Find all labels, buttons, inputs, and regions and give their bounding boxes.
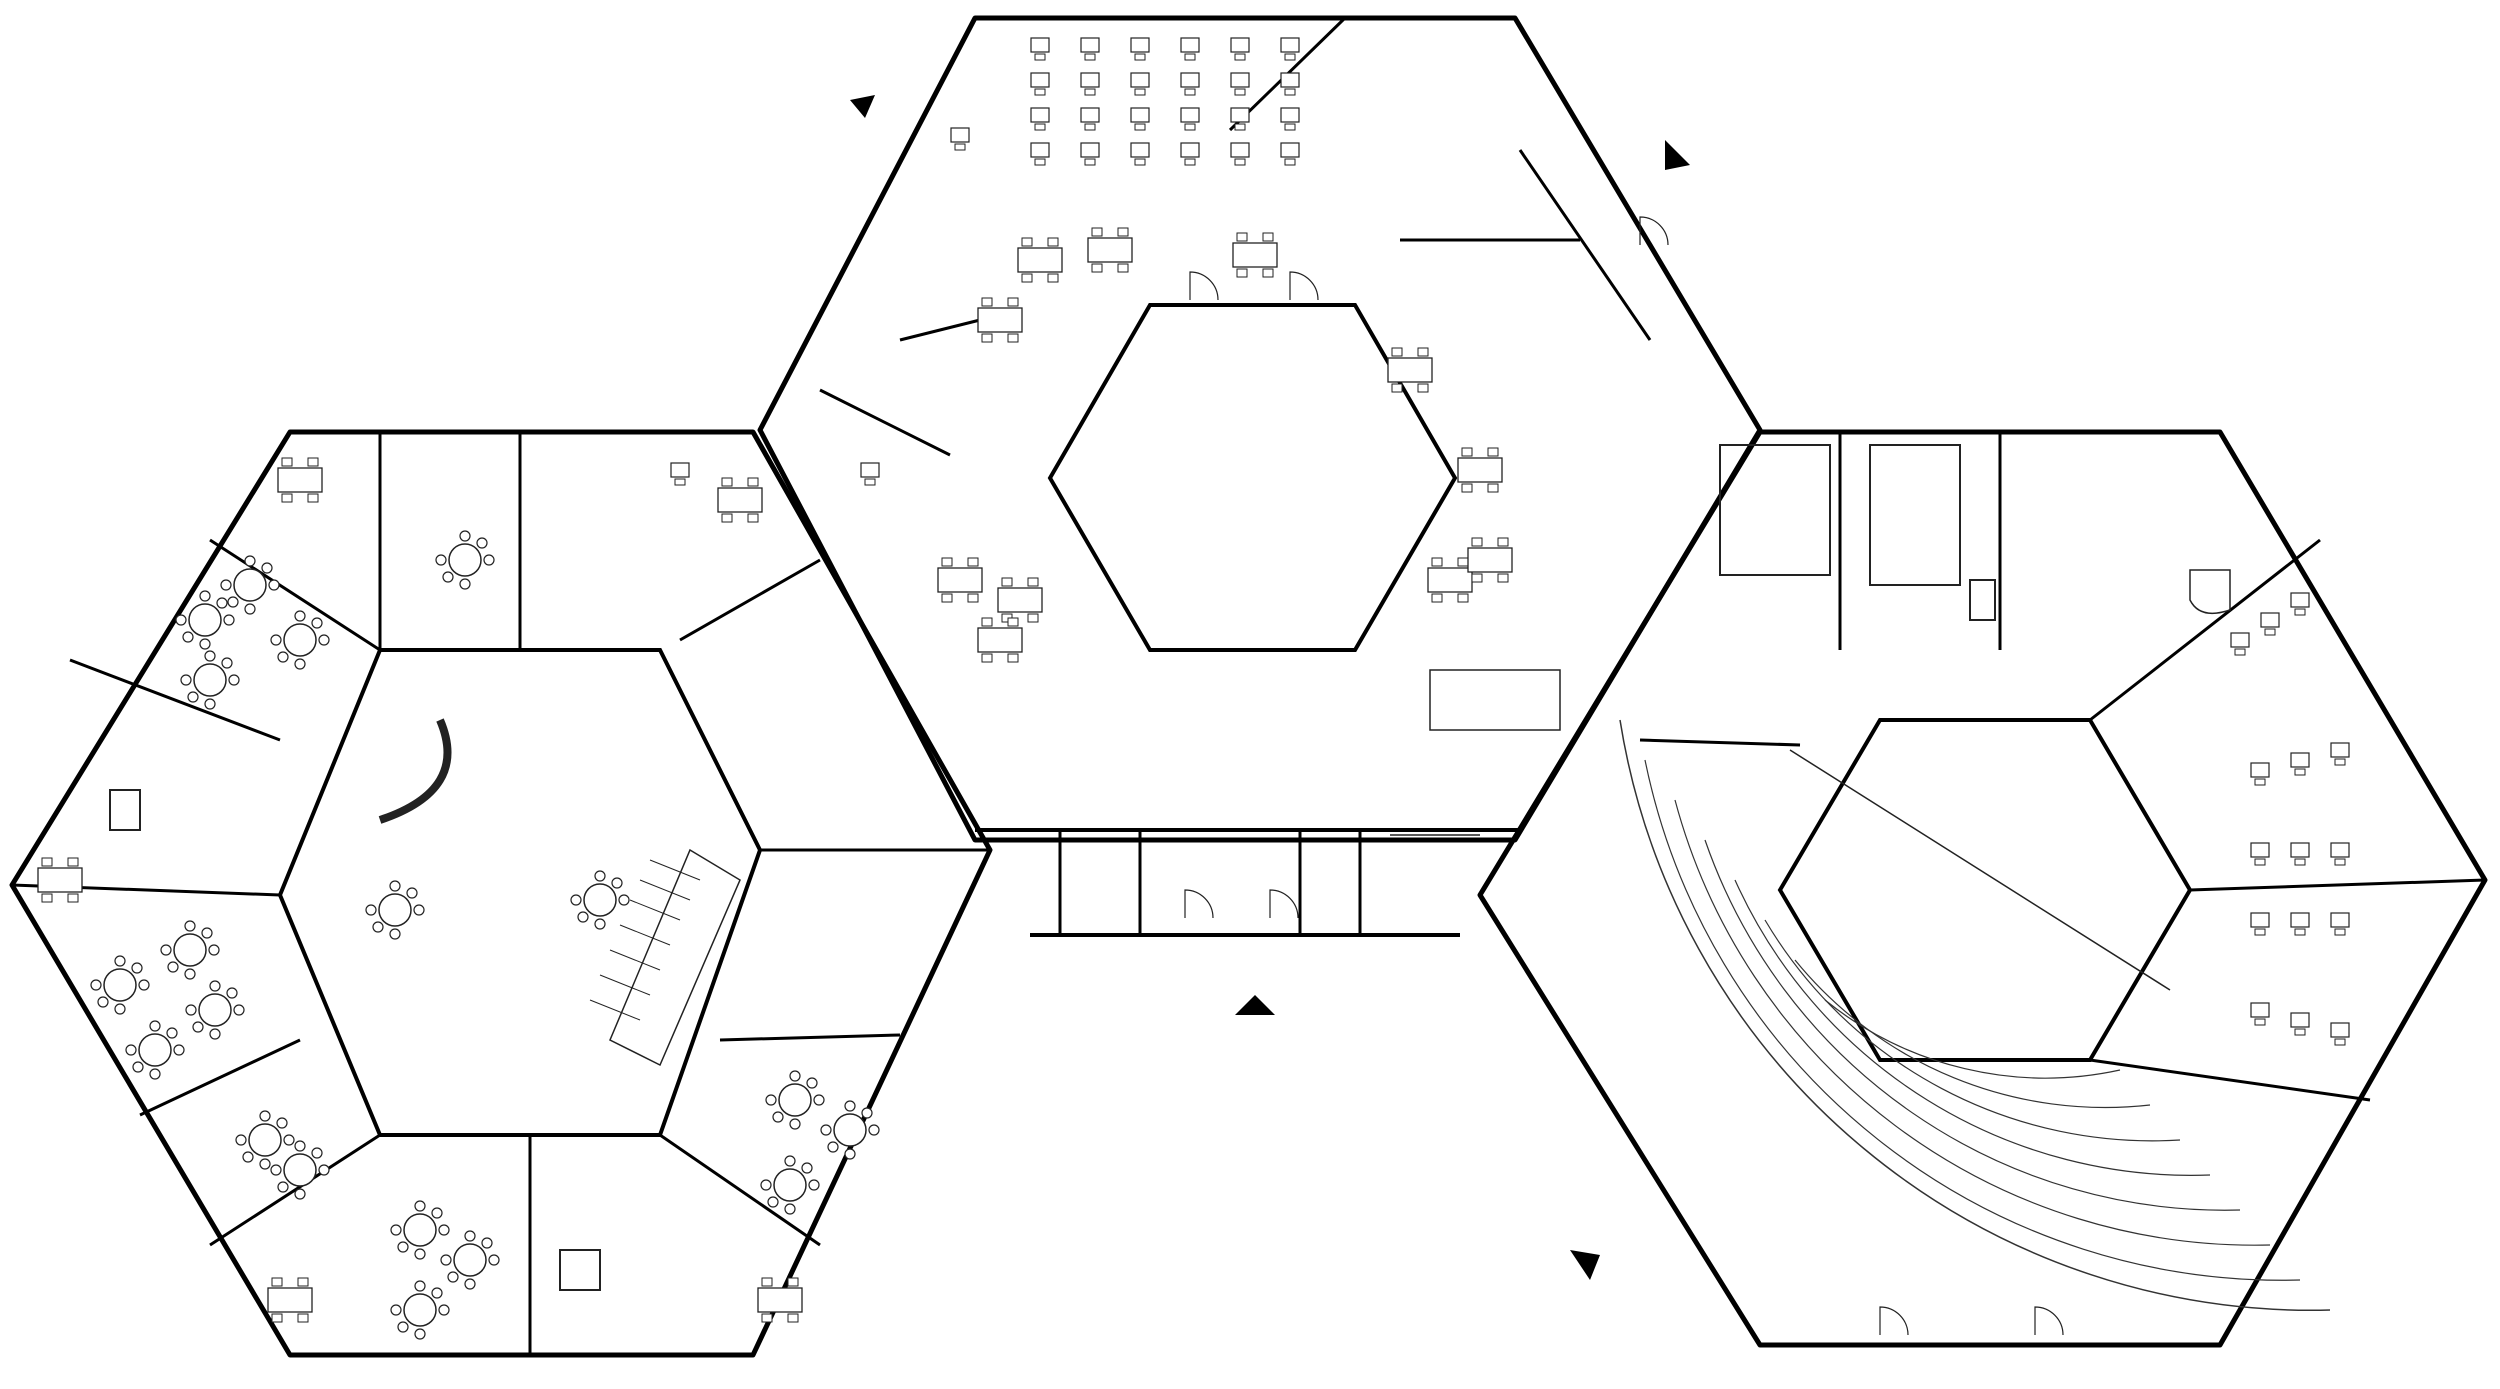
piano-icon <box>2189 569 2231 615</box>
stair-icon <box>589 848 741 1067</box>
classroom-desks <box>2230 592 2350 1046</box>
stair-icon <box>1429 669 1561 731</box>
auditorium-seating <box>1619 719 2331 1311</box>
connector-corridor <box>975 828 1520 937</box>
right-hexagon-wing <box>1477 429 2488 1348</box>
stair-icon <box>559 1249 601 1291</box>
elevator-icon <box>1969 579 1996 621</box>
center-hexagon-wing <box>757 15 1763 843</box>
restroom-block <box>1719 444 1831 576</box>
stair-icon <box>1869 444 1961 586</box>
door-swing-icon <box>1184 216 2064 1336</box>
entrance-arrow-icon <box>850 95 1690 1280</box>
stair-icon <box>109 789 141 831</box>
left-hexagon-wing <box>9 429 993 1358</box>
